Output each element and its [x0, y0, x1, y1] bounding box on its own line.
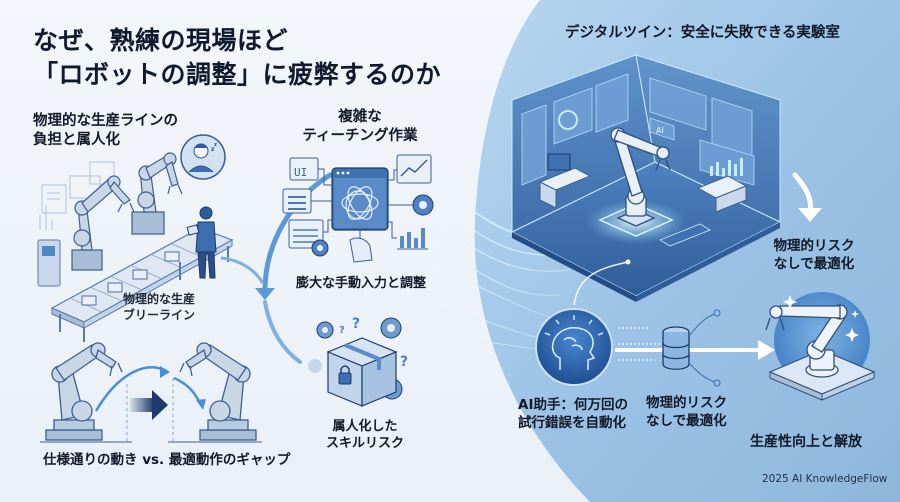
skill-risk-caption-line-1: 属人化した [332, 419, 398, 434]
title-line-2: 「ロボットの調整」に疲弊するのか [33, 60, 442, 89]
risk-free-bottom-line-1: 物理的リスク [646, 395, 727, 411]
skill-risk-caption-line-2: スキルリスク [325, 436, 404, 452]
production-line-caption-line-1: 物理的な生産 [123, 292, 196, 306]
production-line-illustration: z z [37, 134, 234, 342]
svg-text:?: ? [400, 354, 408, 370]
digital-twin-room: AI [510, 54, 822, 306]
tired-worker-avatar: z z [180, 134, 226, 180]
ui-label: UI [294, 166, 307, 179]
gap-caption: 仕様通りの動き vs. 最適動作のギャップ [43, 452, 291, 468]
ai-assistant-illustration [535, 308, 775, 387]
teaching-heading-line-2: ティーチング作業 [302, 128, 418, 145]
skill-risk-caption: 属人化した スキルリスク [320, 418, 410, 452]
productivity-illustration [765, 292, 876, 401]
teaching-heading-line-1: 複雑な [338, 109, 382, 125]
production-line-heading: 物理的な生産ラインの 負担と属人化 [33, 112, 178, 150]
risk-free-top-line-1: 物理的リスク [773, 238, 855, 254]
ai-assistant-line-1: AI助手：何万回の [518, 397, 628, 413]
production-line-heading-line-1: 物理的な生産ラインの [33, 113, 178, 129]
footer-credit: 2025 AI KnowledgeFlow [762, 473, 888, 485]
svg-text:?: ? [339, 325, 345, 336]
svg-text:?: ? [352, 316, 360, 332]
production-line-caption-line-2: ブリーライン [123, 307, 196, 322]
risk-free-top-line-2: なしで最適化 [773, 255, 855, 272]
teaching-caption: 膨大な手動入力と調整 [296, 276, 427, 291]
teaching-heading: 複雑な ティーチング作業 [300, 108, 420, 146]
skill-risk-illustration: ? ? ? [308, 316, 408, 407]
svg-text:z: z [211, 146, 215, 153]
teaching-illustration: UI [282, 154, 434, 263]
risk-free-top-label: 物理的リスク なしで最適化 [768, 238, 860, 274]
risk-free-bottom-label: 物理的リスク なしで最適化 [646, 395, 727, 431]
page-title: なぜ、熟練の現場ほど 「ロボットの調整」に疲弊するのか [33, 24, 441, 92]
ai-screen-label: AI [656, 126, 664, 135]
risk-free-bottom-line-2: なしで最適化 [646, 412, 727, 429]
ai-assistant-line-2: 試行錯誤を自動化 [518, 414, 626, 431]
production-line-caption: 物理的な生産 ブリーライン [123, 292, 195, 324]
gap-illustration [40, 342, 262, 443]
title-line-1: なぜ、熟練の現場ほど [33, 26, 289, 55]
production-line-heading-line-2: 負担と属人化 [33, 132, 120, 149]
digital-twin-heading: デジタルツイン：安全に失敗できる実験室 [565, 25, 840, 41]
ai-assistant-label: AI助手：何万回の 試行錯誤を自動化 [518, 397, 628, 433]
productivity-caption: 生産性向上と解放 [750, 434, 862, 450]
svg-text:z: z [214, 142, 217, 148]
